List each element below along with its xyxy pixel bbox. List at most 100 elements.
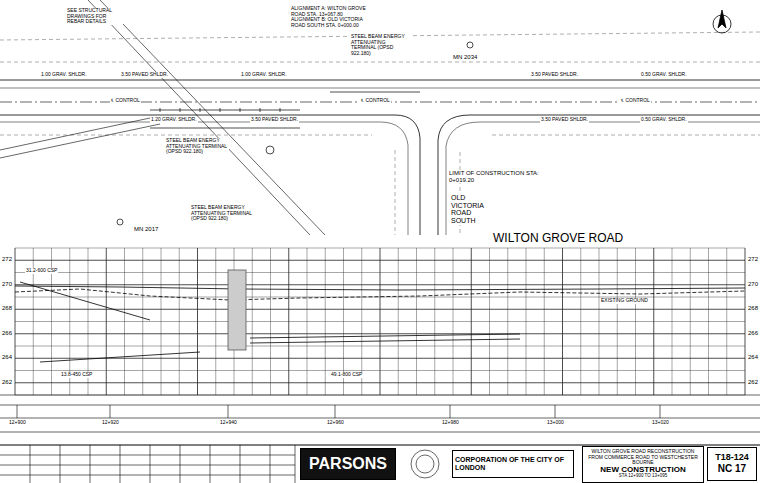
dimension-label: 0.50 GRAV. SHLDR.	[640, 117, 688, 123]
creek-structure	[100, 0, 325, 235]
grid-line	[617, 248, 618, 395]
station-label: 12+900	[8, 420, 27, 426]
creek-structure	[0, 0, 325, 235]
guide-rail	[160, 108, 280, 112]
profile-line	[40, 352, 200, 362]
grid-line	[745, 248, 746, 395]
property-line	[0, 135, 372, 136]
station-label: 12+940	[219, 420, 238, 426]
profile-line	[228, 270, 246, 350]
profile-strip	[0, 395, 760, 432]
manhole	[117, 42, 473, 225]
profile-line	[250, 339, 520, 343]
grid-line	[215, 248, 216, 395]
elevation-label: 270	[1, 281, 13, 288]
elevation-label: 272	[747, 256, 759, 263]
elevation-label: 266	[1, 330, 13, 337]
grid-line	[562, 248, 563, 395]
grid-line	[179, 248, 180, 395]
grid-line	[434, 248, 435, 395]
elevation-label: 262	[1, 379, 13, 386]
grid-line	[653, 248, 654, 395]
road-edge	[0, 80, 760, 81]
grid-line	[142, 248, 143, 395]
dimension-label: ℄ CONTROL	[360, 98, 391, 104]
elevation-label: 266	[747, 330, 759, 337]
guide-rail	[150, 110, 300, 111]
grid-line	[507, 248, 508, 395]
grid-line	[580, 248, 581, 395]
manhole	[467, 42, 473, 48]
profile-grid	[15, 248, 745, 395]
node-text: CORPORATION OF THE CITY OF LONDON	[455, 456, 571, 471]
guide-rail	[150, 128, 300, 129]
north-arrow	[718, 10, 726, 28]
grid-line	[398, 248, 399, 395]
elevation-label: 270	[747, 281, 759, 288]
callout-text: STEEL BEAM ENERGY ATTENUATING TERMINAL (…	[165, 138, 229, 155]
road-edge	[0, 88, 760, 89]
dimension-label: 1.20 GRAV. SHLDR.	[150, 117, 198, 123]
dimension-label: ℄ CONTROL	[110, 98, 141, 104]
grid-line	[252, 248, 253, 395]
grid-line	[161, 248, 162, 395]
elevation-label: 264	[1, 354, 13, 361]
profile-strip	[17, 405, 660, 418]
elevation-label: 262	[747, 379, 759, 386]
property-line	[0, 62, 760, 63]
grid-line	[453, 248, 454, 395]
north-arrow	[713, 10, 731, 33]
profile-line	[15, 270, 745, 362]
station-label: 12+980	[441, 420, 460, 426]
dimension-label: 0.50 GRAV. SHLDR.	[640, 72, 688, 78]
profile-line	[20, 282, 150, 320]
title-block-frame	[0, 445, 760, 483]
grid-line	[197, 248, 198, 395]
road-name: OLD VICTORIA ROAD SOUTH	[450, 194, 488, 225]
manhole	[266, 146, 274, 154]
dimension-label: ℄ CONTROL	[620, 98, 651, 104]
client-box: CORPORATION OF THE CITY OF LONDON	[452, 450, 574, 478]
title-block-frame	[30, 445, 295, 483]
station-label: 13+000	[546, 420, 565, 426]
note-text: SEE STRUCTURAL DRAWINGS FOR REBAR DETAIL…	[66, 8, 123, 25]
callout-text: EXISTING GROUND	[600, 298, 649, 304]
road-name: WILTON GROVE ROAD	[492, 232, 624, 245]
elevation-label: 264	[747, 354, 759, 361]
elevation-label: 268	[1, 305, 13, 312]
elevation-label: 272	[1, 256, 13, 263]
node-text: PARSONS	[303, 455, 393, 473]
profile-strip	[0, 395, 760, 432]
grid-line	[635, 248, 636, 395]
guide-rail	[150, 92, 420, 128]
grid-line	[708, 248, 709, 395]
road-edge	[438, 115, 760, 235]
property-line	[395, 150, 396, 235]
grid-line	[106, 248, 107, 395]
road-edge	[446, 122, 760, 235]
callout-text: LIMIT OF CONSTRUCTION STA: 0+019.20	[448, 170, 545, 183]
elevation-label: 268	[747, 305, 759, 312]
station-label: 12+960	[326, 420, 345, 426]
alignment-note: ALIGNMENT A: WILTON GROVE ROAD STA. 13+0…	[290, 6, 367, 28]
firm-logo-box: PARSONS	[300, 448, 396, 480]
node-text: STA 12+900 TO 13+095	[585, 474, 701, 479]
dimension-label: 1.00 GRAV. SHLDR.	[40, 72, 88, 78]
profile-line	[250, 334, 520, 338]
callout-text: STEEL BEAM ENERGY ATTENUATING TERMINAL (…	[190, 205, 254, 222]
dimension-label: 3.50 PAVED SHLDR.	[530, 72, 579, 78]
title-box: WILTON GROVE ROAD RECONSTRUCTION FROM CO…	[582, 446, 704, 483]
grid-line	[416, 248, 417, 395]
creek-structure	[0, 124, 160, 158]
station-label: 13+020	[651, 420, 670, 426]
title-block-frame	[411, 450, 439, 478]
profile-line	[15, 286, 745, 290]
road-edge	[0, 80, 760, 235]
grid-line	[690, 248, 691, 395]
grid-line	[124, 248, 125, 395]
callout-text: MN 2017	[133, 226, 159, 233]
grid-line	[544, 248, 545, 395]
grid-line	[672, 248, 673, 395]
grid-line	[471, 248, 472, 395]
node-text: WILTON GROVE ROAD RECONSTRUCTION FROM CO…	[585, 449, 701, 466]
